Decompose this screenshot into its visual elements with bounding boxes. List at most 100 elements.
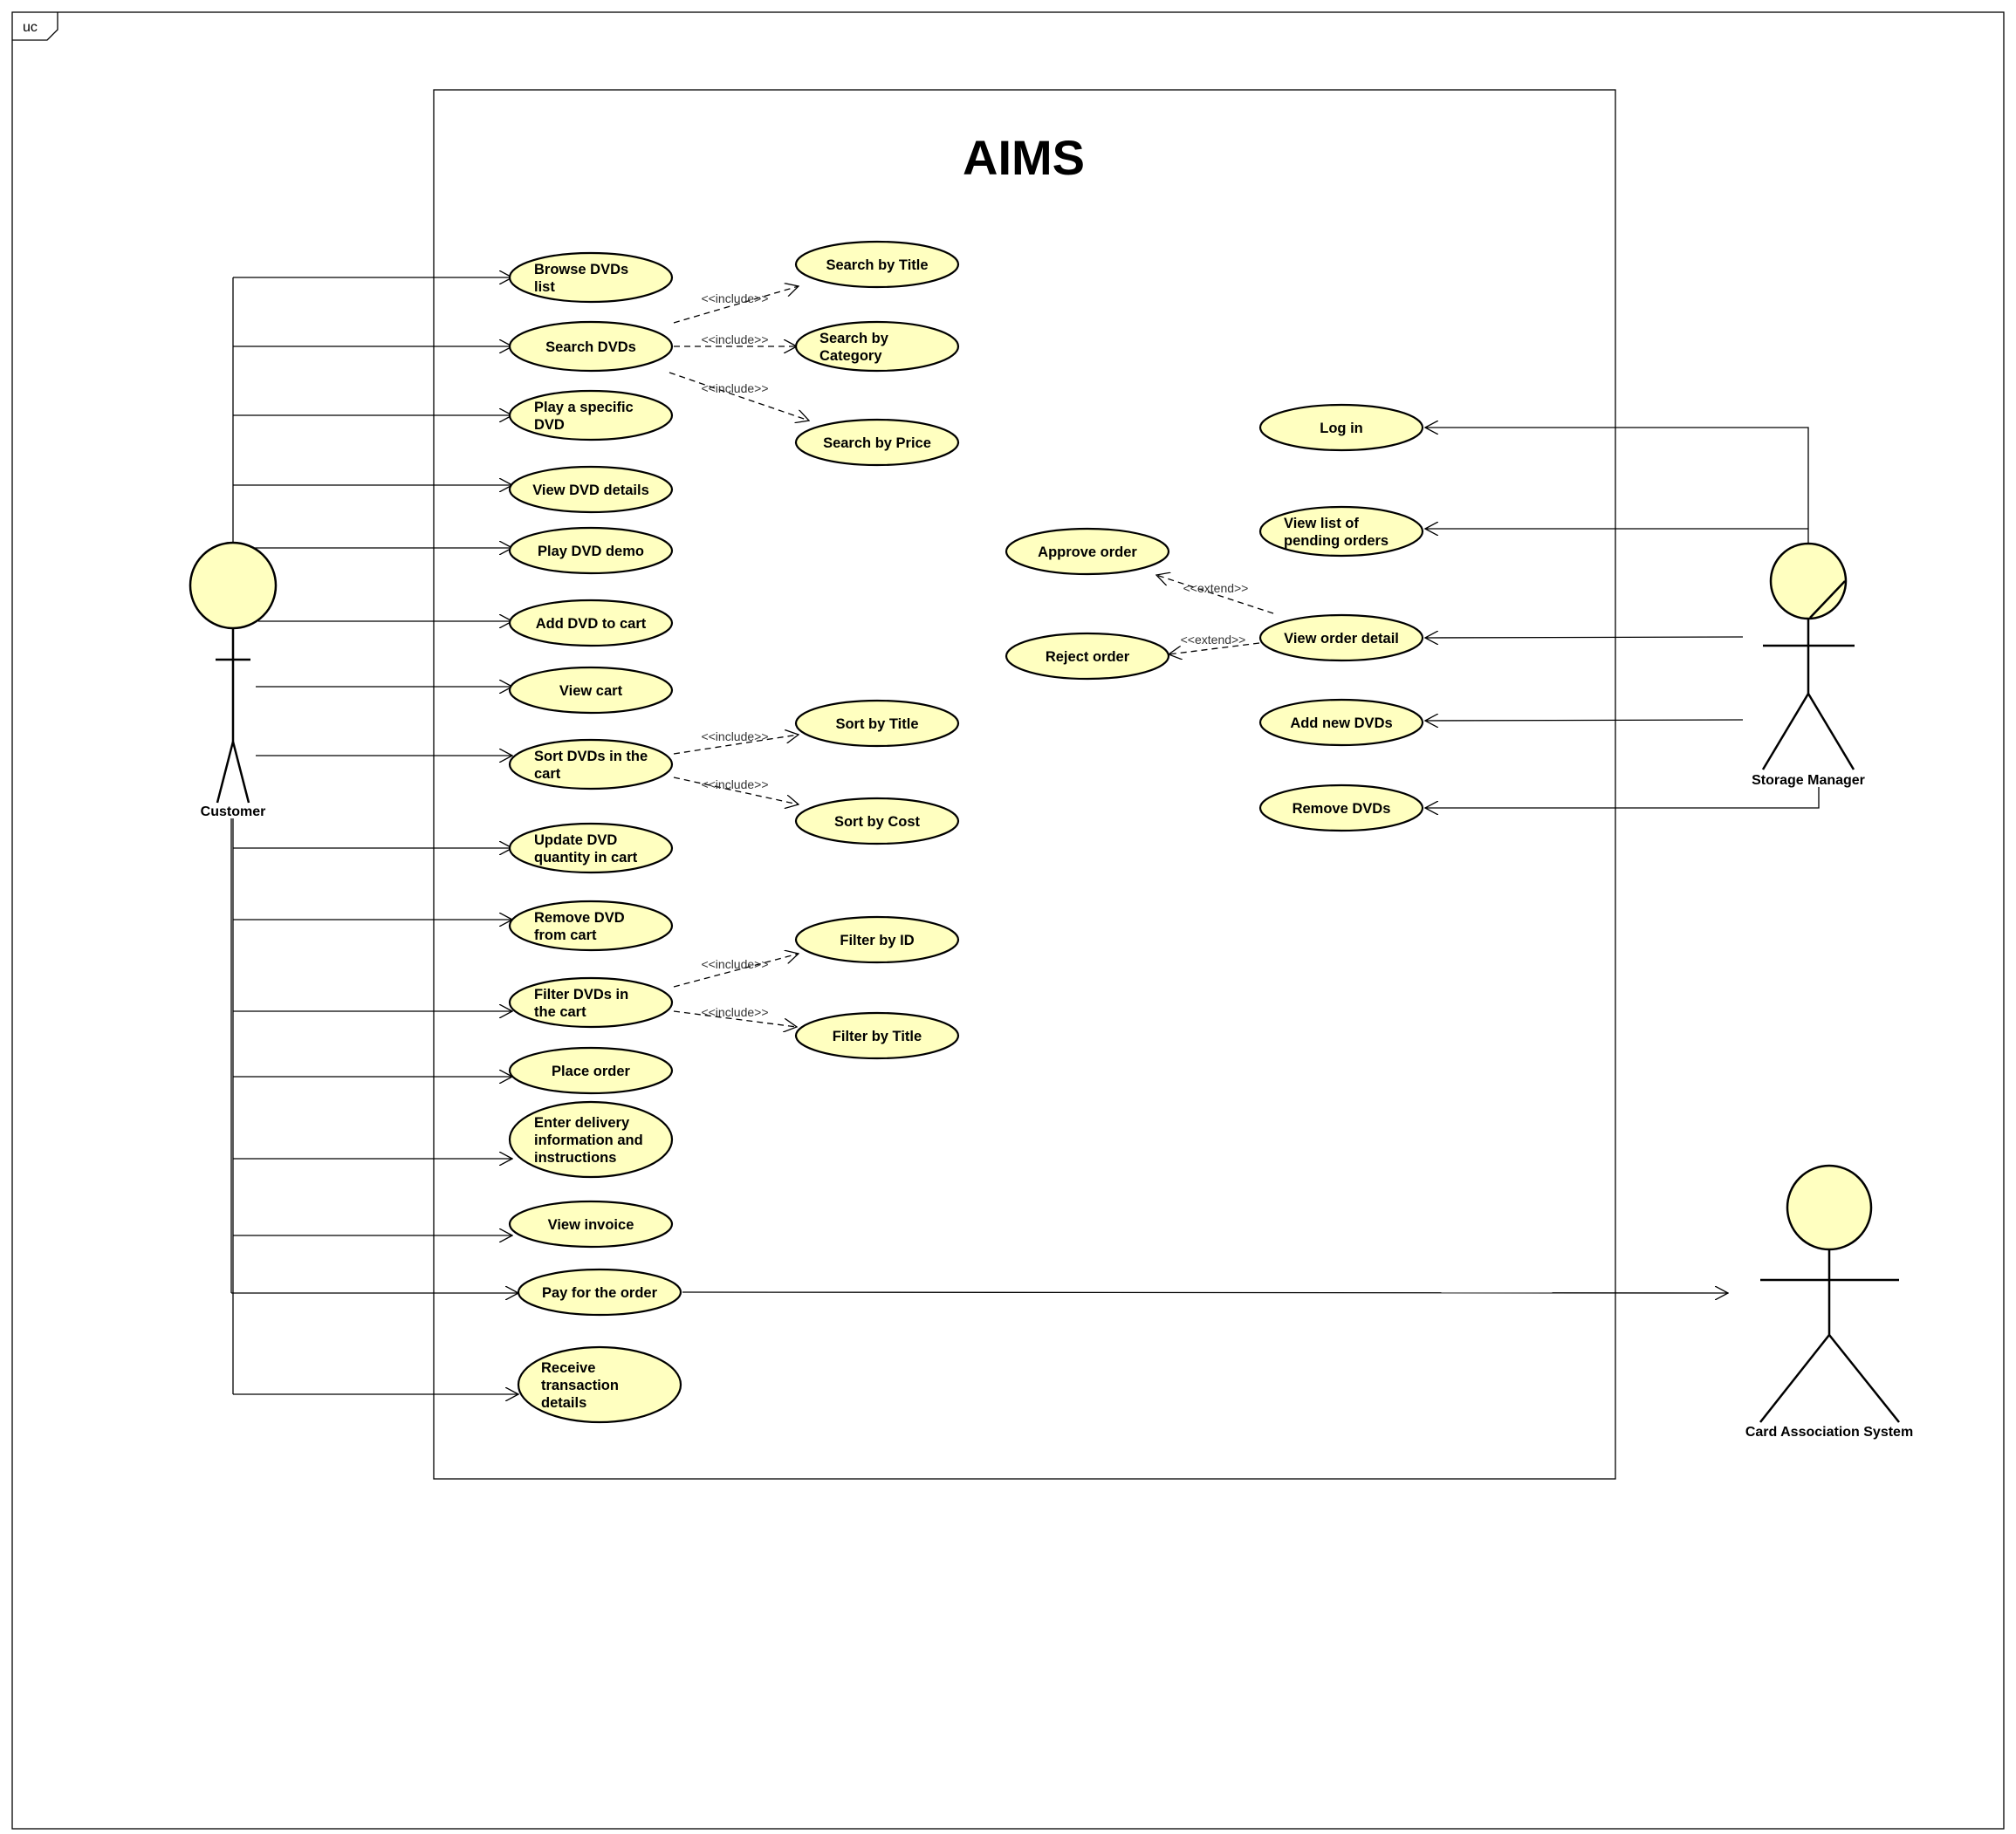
extend-label: <<extend>> xyxy=(1183,581,1249,595)
use-case-ellipse xyxy=(1258,784,1424,832)
include-label: <<include>> xyxy=(701,777,768,791)
use-case-play-demo[interactable]: Play DVD demo xyxy=(508,526,674,575)
customer-associations xyxy=(230,277,518,1394)
use-case-receive-tx[interactable]: Receive transaction details xyxy=(517,1345,682,1424)
extend-view-detail-approve: <<extend>> xyxy=(1156,575,1274,614)
use-case-label: Place order xyxy=(552,1064,630,1079)
use-case-sort-title[interactable]: Sort by Title xyxy=(794,699,960,748)
assoc-manager-add-new xyxy=(1425,720,1744,721)
system-title: AIMS xyxy=(963,130,1085,185)
use-case-view-invoice[interactable]: View invoice xyxy=(508,1200,674,1249)
use-case-ellipse xyxy=(508,900,674,952)
use-case-ellipse xyxy=(1005,527,1170,576)
use-case-label: transaction xyxy=(541,1378,619,1393)
use-case-label: cart xyxy=(534,766,561,782)
use-case-search-price[interactable]: Search by Price xyxy=(794,418,960,467)
assoc-manager-login xyxy=(1425,428,1809,543)
include-label: <<include>> xyxy=(701,957,768,971)
use-case-view-order-detail[interactable]: View order detail xyxy=(1258,613,1424,662)
frame-label: uc xyxy=(23,20,38,35)
use-case-label: Receive xyxy=(541,1360,595,1376)
use-case-label: Remove DVDs xyxy=(1293,801,1391,817)
use-case-view-details[interactable]: View DVD details xyxy=(508,465,674,514)
use-case-label: details xyxy=(541,1395,586,1411)
use-case-ellipse xyxy=(508,976,674,1029)
use-case-label: Search by xyxy=(819,331,889,346)
use-case-ellipse xyxy=(794,699,960,748)
use-case-view-cart[interactable]: View cart xyxy=(508,666,674,715)
include-search-price: <<include>> xyxy=(669,372,809,421)
use-case-ellipse xyxy=(508,320,674,373)
include-sort-title: <<include>> xyxy=(673,729,799,755)
card-association-head xyxy=(1786,1164,1873,1251)
use-case-ellipse xyxy=(1258,613,1424,662)
use-case-ellipse xyxy=(508,389,674,441)
card-association-actor[interactable]: Card Association System xyxy=(1745,1164,1913,1440)
use-case-label: Sort by Cost xyxy=(834,814,921,830)
use-case-search[interactable]: Search DVDs xyxy=(508,320,674,373)
use-case-ellipse xyxy=(508,599,674,647)
use-case-label: Sort by Title xyxy=(835,716,918,732)
use-case-label: Search DVDs xyxy=(545,339,636,355)
use-case-label: Remove DVD xyxy=(534,910,625,926)
use-case-label: Category xyxy=(819,348,882,364)
use-case-filter-title[interactable]: Filter by Title xyxy=(794,1011,960,1060)
use-case-login[interactable]: Log in xyxy=(1258,403,1424,452)
use-case-pay-order[interactable]: Pay for the order xyxy=(517,1268,682,1317)
use-case-add-new[interactable]: Add new DVDs xyxy=(1258,698,1424,747)
use-case-label: View DVD details xyxy=(532,482,649,498)
storage-manager-label: Storage Manager xyxy=(1752,773,1865,788)
include-filter-id: <<include>> xyxy=(673,954,799,988)
include-sort-cost: <<include>> xyxy=(673,777,799,804)
use-case-reject[interactable]: Reject order xyxy=(1005,632,1170,681)
extend-label: <<extend>> xyxy=(1181,633,1246,647)
storage-manager-actor[interactable]: Storage Manager xyxy=(1752,542,1865,788)
use-case-label: Search by Title xyxy=(826,257,928,273)
use-case-label: Search by Price xyxy=(823,435,931,451)
use-case-ellipse xyxy=(794,240,960,289)
use-case-ellipse xyxy=(794,915,960,964)
use-case-label: DVD xyxy=(534,417,565,433)
use-case-label: Play DVD demo xyxy=(538,544,644,559)
use-case-label: the cart xyxy=(534,1004,586,1020)
storage-manager-head xyxy=(1769,542,1848,620)
use-case-search-title[interactable]: Search by Title xyxy=(794,240,960,289)
dependencies: <<include>> <<include>> <<include>> <<in… xyxy=(669,286,1274,1027)
use-case-approve[interactable]: Approve order xyxy=(1005,527,1170,576)
use-case-label: Browse DVDs xyxy=(534,262,628,277)
use-case-add-cart[interactable]: Add DVD to cart xyxy=(508,599,674,647)
customer-actor[interactable]: Customer xyxy=(189,541,278,819)
use-case-remove-dvds[interactable]: Remove DVDs xyxy=(1258,784,1424,832)
use-case-ellipse xyxy=(508,666,674,715)
use-case-label: Filter DVDs in xyxy=(534,987,628,1003)
use-case-ellipse xyxy=(1258,403,1424,452)
use-case-ellipse xyxy=(1258,505,1424,558)
use-case-ellipse xyxy=(517,1268,682,1317)
use-case-ellipse xyxy=(517,1345,682,1424)
use-case-label: Add DVD to cart xyxy=(536,616,647,632)
use-case-sort-cost[interactable]: Sort by Cost xyxy=(794,797,960,845)
use-case-place-order[interactable]: Place order xyxy=(508,1046,674,1095)
use-case-filter-id[interactable]: Filter by ID xyxy=(794,915,960,964)
use-case-label: information and xyxy=(534,1133,643,1148)
use-case-label: View invoice xyxy=(548,1217,634,1233)
use-case-ellipse xyxy=(508,1046,674,1095)
use-case-label: from cart xyxy=(534,927,597,943)
system-boundary: AIMS xyxy=(433,89,1616,1480)
use-case-search-category[interactable]: Search by Category xyxy=(794,320,960,373)
storage-manager-associations xyxy=(1425,428,1820,808)
include-search-category: <<include>> xyxy=(674,332,797,346)
use-case-ellipse xyxy=(794,320,960,373)
use-case-label: Filter by ID xyxy=(840,933,914,948)
use-case-ellipse xyxy=(508,526,674,575)
customer-label: Customer xyxy=(201,804,266,819)
